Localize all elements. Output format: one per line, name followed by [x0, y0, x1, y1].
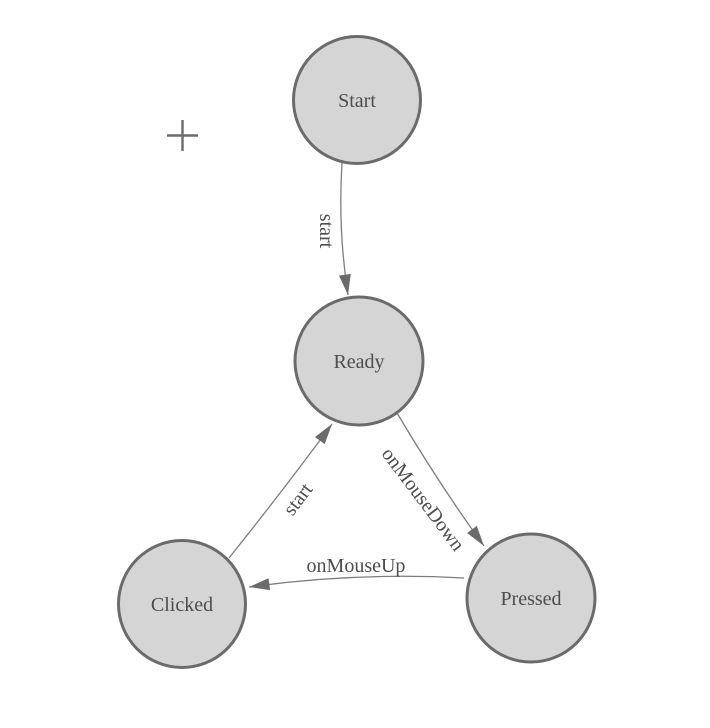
state-circle[interactable] [465, 532, 597, 664]
state-circle[interactable] [293, 295, 425, 427]
state-circle[interactable] [117, 539, 247, 669]
state-circle[interactable] [292, 35, 422, 165]
edge-label-onmouseup: onMouseUp [307, 555, 406, 577]
state-label-pressed: Pressed [500, 588, 561, 610]
edge-pressed-to-clicked[interactable]: onMouseUp [248, 555, 465, 591]
edge-label-start-top: start [315, 214, 337, 249]
edge-ready-to-pressed[interactable]: onMouseDown [377, 412, 485, 556]
state-node-pressed[interactable]: Pressed [465, 532, 597, 664]
edge-line[interactable] [396, 412, 485, 547]
edge-line[interactable] [338, 162, 351, 296]
state-node-ready[interactable]: Ready [293, 295, 425, 427]
state-label-ready: Ready [333, 351, 384, 373]
state-label-start: Start [338, 90, 376, 112]
edge-clicked-to-ready[interactable]: start [228, 423, 333, 559]
edge-start-to-ready[interactable]: start [315, 162, 351, 296]
plus-crosshair-icon [167, 120, 198, 151]
edge-label-start-bottom: start [279, 479, 318, 520]
state-node-start[interactable]: Start [292, 35, 422, 165]
edge-label-onmousedown: onMouseDown [377, 444, 469, 556]
state-node-clicked[interactable]: Clicked [117, 539, 247, 669]
edge-line[interactable] [248, 575, 465, 591]
state-label-clicked: Clicked [151, 594, 213, 616]
edge-line[interactable] [228, 423, 333, 559]
